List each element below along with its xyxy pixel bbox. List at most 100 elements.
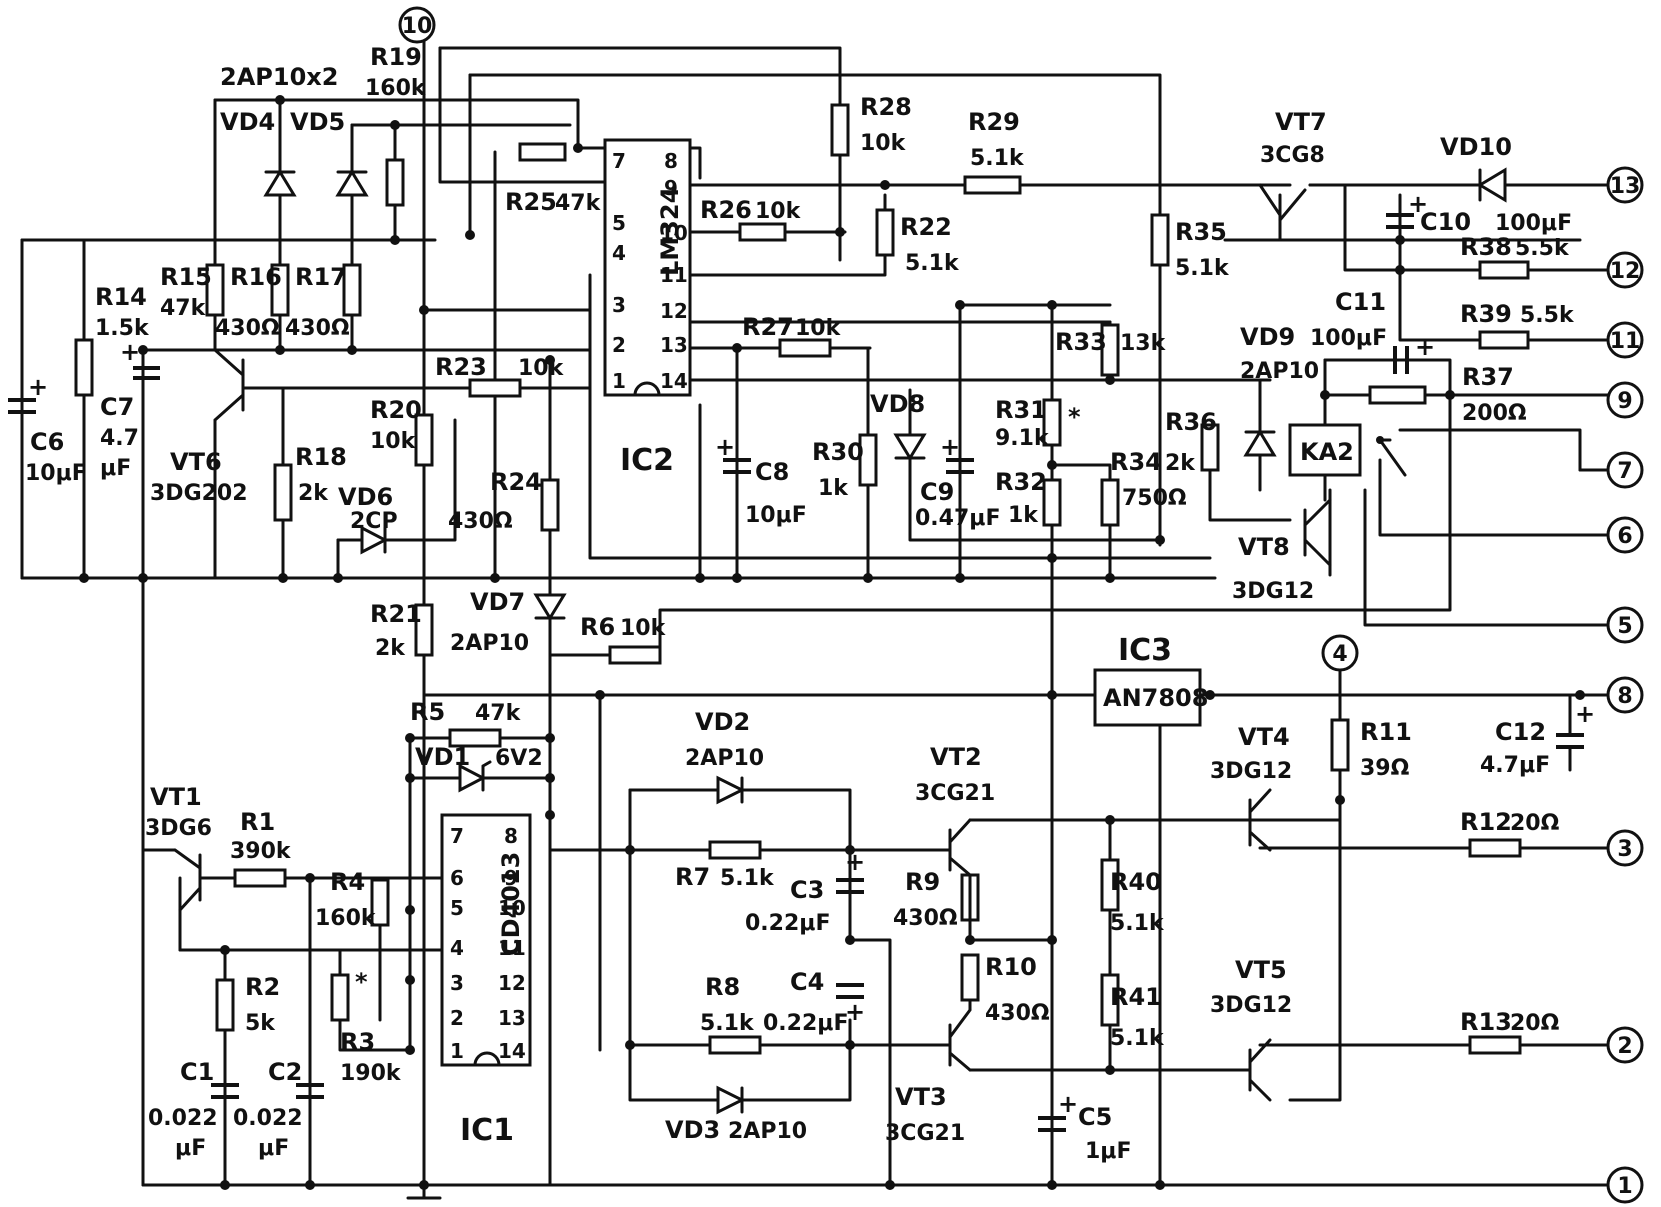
junction-dot [732,573,742,583]
terminal-13: 13 [1606,166,1644,204]
c6-label: C6 [30,428,64,456]
r41-body [1100,973,1120,1027]
vd2-label: VD2 [695,708,750,736]
c9-plates [946,458,974,474]
terminal-1-label: 1 [1617,1174,1632,1199]
r16-label: R16 [230,263,282,291]
vt3-type: 3CG21 [885,1121,965,1146]
ic2-notch [633,381,661,397]
pin4-down-wire [588,273,1212,560]
r2-value: 5k [245,1011,276,1036]
relay-coil-icon [1288,423,1362,477]
r4-label: R4 [330,868,365,896]
r19-top-wire [213,98,580,150]
r38-label: R38 [1460,233,1512,261]
r32-label: R32 [995,468,1047,496]
r35-label: R35 [1175,218,1227,246]
terminal-stub-wires [1578,183,1610,1187]
c8-plus: + [715,433,735,461]
junction-dot [1320,390,1330,400]
junction-dot [305,1180,315,1190]
r7-value: 5.1k [720,866,775,891]
junction-dot [1047,1180,1057,1190]
vd8-icon [893,433,927,461]
terminal-9-label: 9 [1617,389,1632,414]
terminals: 10 13 12 11 9 7 6 5 [398,6,1644,1204]
r5-label: R5 [410,698,445,726]
c1-plates [211,1083,239,1099]
junction-dot [333,573,343,583]
c7-plates [133,366,160,380]
r37-value: 200Ω [1462,401,1527,426]
r27-label: R27 [742,313,794,341]
relay-label: KA2 [1300,438,1354,466]
junction-dot [405,773,415,783]
vt2-label: VT2 [930,743,982,771]
r26-value: 10k [755,199,802,224]
ic1-pin-11: 11 [498,936,526,960]
c12-plus: + [1575,700,1595,728]
r31-value: 9.1k [995,426,1050,451]
r35-body [1150,213,1170,267]
junction-dot [845,845,855,855]
terminal-13-label: 13 [1610,174,1641,199]
r16-value: 430Ω [215,316,280,341]
terminal-3: 3 [1606,829,1644,867]
terminal-4-label: 4 [1332,642,1347,667]
vt6-icon [213,348,245,580]
r34-body [1100,478,1120,527]
r21-label: R21 [370,600,422,628]
vd10-icon [1477,167,1507,203]
r9-label: R9 [905,868,940,896]
vd1-icon [458,763,487,793]
r7-body [708,840,762,860]
vd10-label: VD10 [1440,133,1512,161]
r17-body [342,263,362,317]
r36-value: 2k [1165,451,1196,476]
c12-value: 4.7μF [1480,753,1550,778]
transistors: VT6 3DG202 VT1 3DG6 VT7 3CG8 VT8 3DG12 V… [141,108,1332,1146]
r6-label: R6 [580,613,615,641]
vt5-type: 3DG12 [1210,993,1292,1018]
vd2-icon [716,775,746,805]
vt6-type: 3DG202 [150,481,248,506]
c9-value: 0.47μF [915,506,1001,531]
c3-plus: + [845,848,865,876]
r30-value: 1k [818,476,849,501]
r10-value: 430Ω [985,1001,1050,1026]
terminal-10-label: 10 [402,14,433,39]
junction-dot [545,810,555,820]
r38-value: 5.5k [1515,236,1570,261]
junction-dot [1105,815,1115,825]
ic1-name-label: IC1 [460,1113,514,1148]
ic2-pin-8: 8 [664,149,678,173]
vt4-type: 3DG12 [1210,759,1292,784]
r32-body [1042,478,1062,527]
c7-unit: μF [100,456,131,481]
terminal-5-label: 5 [1617,614,1632,639]
ic1-body [440,813,532,1067]
ic1-pin-6: 6 [450,866,464,890]
r31-star: * [1068,403,1081,431]
junction-dot [885,1180,895,1190]
r18-label: R18 [295,443,347,471]
terminal-12: 12 [1606,251,1644,289]
r13-body [1468,1035,1522,1055]
vt4-icon [1248,788,1272,852]
r3-body [330,973,350,1022]
junction-dot [390,235,400,245]
terminal-7-label: 7 [1617,459,1632,484]
c10-value: 100μF [1495,211,1572,236]
c11-label: C11 [1335,288,1386,316]
r23-body [468,378,522,398]
junction-dot [1395,235,1405,245]
r29-value: 5.1k [970,146,1025,171]
r25-body [518,142,567,162]
c7-label: C7 [100,393,134,421]
vd4-label: VD4 [220,108,275,136]
r5-body [448,728,502,748]
junction-dot [695,573,705,583]
r8-label: R8 [705,973,740,1001]
r18-body [273,463,293,522]
ic3-body [1093,668,1202,727]
